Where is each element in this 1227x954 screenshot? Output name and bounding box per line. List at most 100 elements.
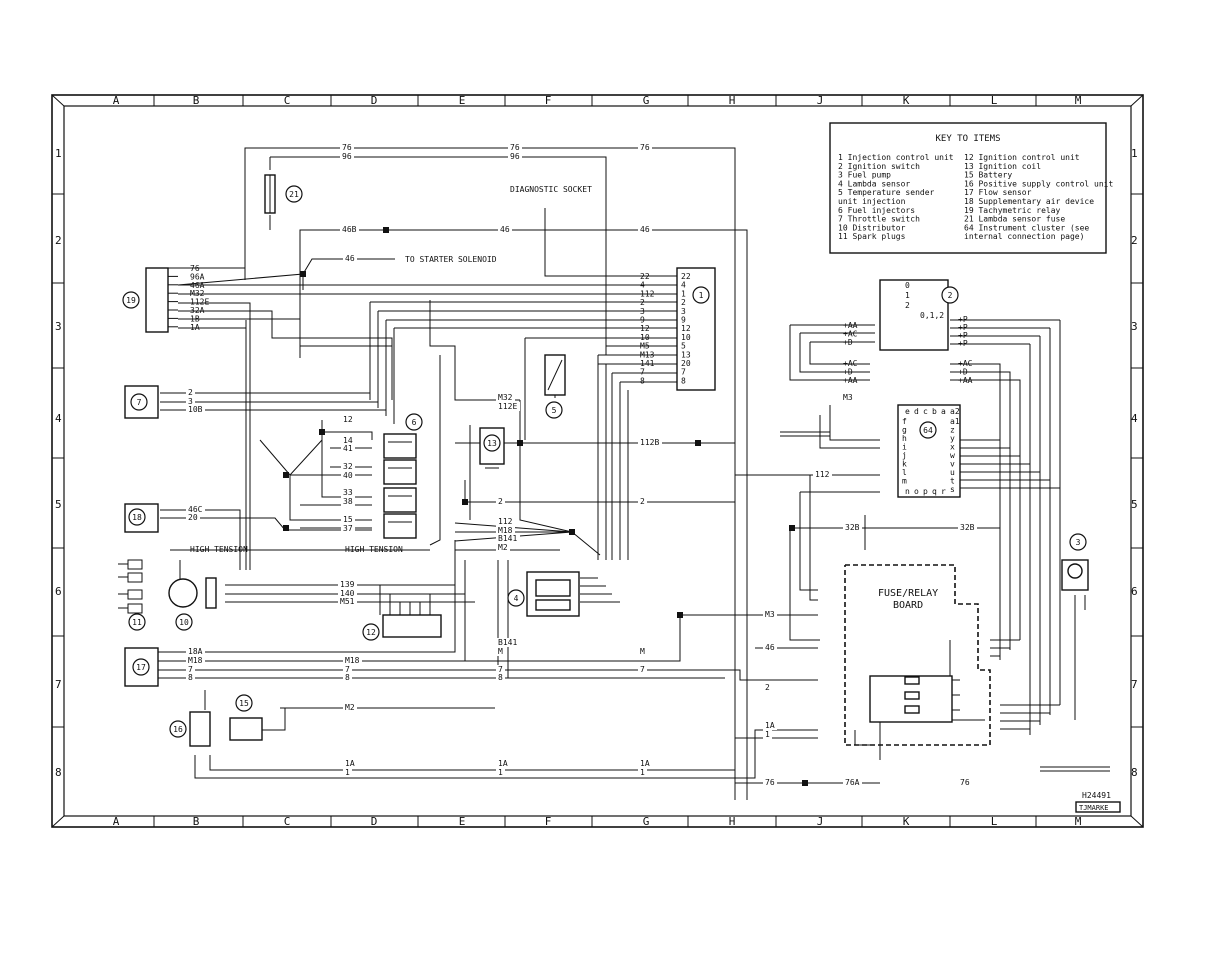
ecu-wire-label: 12 (640, 324, 650, 333)
grid-col-B-bottom: B (193, 815, 200, 828)
grid-col-J-top: J (817, 94, 824, 107)
ecu-wire-label: 4 (640, 281, 645, 290)
switch-pin: +AC (958, 359, 973, 368)
item-number-21: 21 (289, 190, 299, 199)
item-number-7: 7 (137, 398, 142, 407)
relay-pin-label: 1A (190, 323, 200, 332)
ecu-pin: 3 (681, 307, 686, 316)
wire-label: M32 (498, 393, 513, 402)
key-item: 2 Ignition switch (838, 162, 920, 171)
wire-label: 46B (342, 225, 357, 234)
wire-label: 139 (340, 580, 355, 589)
fuel-pump (1061, 559, 1089, 591)
inner-frame (63, 105, 1132, 817)
wire-label: M3 (765, 610, 775, 619)
grid-col-M-top: M (1075, 94, 1082, 107)
wire-label: 1 (498, 768, 503, 777)
wire-label: M18 (345, 656, 360, 665)
grid-col-H-top: H (729, 94, 736, 107)
temperature-sender (544, 354, 566, 396)
key-item: 12 Ignition control unit (964, 153, 1080, 162)
grid-col-L-bottom: L (991, 815, 998, 828)
wire-label: 2 (765, 683, 770, 692)
relay-pin-label: 1B (190, 314, 200, 323)
wire-label: 96 (510, 152, 520, 161)
item-circle-6 (405, 413, 423, 431)
ecu-pin: 8 (681, 376, 686, 385)
item-circle-10 (175, 613, 193, 631)
wire-label: 1 (345, 768, 350, 777)
ecu-pin: 20 (681, 359, 691, 368)
ecu-wire-label: 10 (640, 333, 650, 342)
key-item: 11 Spark plugs (838, 232, 906, 241)
grid-col-M-bottom: M (1075, 815, 1082, 828)
cluster-pin: m (902, 477, 907, 486)
grid-row-5-right: 5 (1131, 498, 1138, 511)
cluster-pin: x (950, 443, 955, 452)
cluster-pin: h (902, 434, 907, 443)
grid-col-D-top: D (371, 94, 378, 107)
ecu-pin: 9 (681, 316, 686, 325)
ground-symbols (280, 431, 1110, 772)
wire-label: 112 (815, 470, 830, 479)
key-item: 18 Supplementary air device (964, 197, 1094, 206)
grid-row-1-right: 1 (1131, 147, 1138, 160)
relay-pin-label: 96A (190, 272, 205, 281)
ecu-pin: 7 (681, 368, 686, 377)
cluster-pin: q (932, 487, 937, 496)
grid-row-6-right: 6 (1131, 585, 1138, 598)
cluster-pin: n (905, 487, 910, 496)
wire-label: 8 (498, 673, 503, 682)
fuse-relay-board (844, 564, 991, 746)
cluster-pin: d (914, 407, 919, 416)
grid-row-3-left: 3 (55, 320, 62, 333)
wire-label: 18A (188, 647, 203, 656)
switch-position: 1 (905, 291, 910, 300)
wire-label: 140 (340, 589, 355, 598)
item-number-6: 6 (412, 418, 417, 427)
wire-label: 1 (765, 730, 770, 739)
grid-col-K-top: K (903, 94, 910, 107)
high-tension-label-2: HIGH TENSION (345, 545, 403, 554)
grid-row-7-left: 7 (55, 678, 62, 691)
wire-label: M (640, 647, 645, 656)
grid-row-8-right: 8 (1131, 766, 1138, 779)
injection-control-unit: 2241239121051320782241122391210M5M131417… (640, 267, 716, 391)
key-title: KEY TO ITEMS (935, 134, 1000, 144)
item-circle-64 (919, 421, 937, 439)
switch-pin: +P (958, 339, 968, 348)
grid-col-D-bottom: D (371, 815, 378, 828)
grid-row-3-right: 3 (1131, 320, 1138, 333)
cluster-pin: o (914, 487, 919, 496)
grid-col-E-bottom: E (459, 815, 466, 828)
relay-pin-label: 112E (190, 298, 209, 307)
wire-label: 2 (498, 497, 503, 506)
item-circle-11 (128, 613, 146, 631)
wire-label: M18 (188, 656, 203, 665)
item-number-64: 64 (923, 426, 933, 435)
item-number-11: 11 (132, 618, 142, 627)
ecu-pin: 4 (681, 281, 686, 290)
wire-label: 96 (342, 152, 352, 161)
switch-position: 2 (905, 301, 910, 310)
wire-label: 33 (343, 488, 353, 497)
wire-label: 8 (345, 673, 350, 682)
cluster-pin: i (902, 443, 907, 452)
lambda-sensor (526, 571, 580, 617)
ecu-pin: 13 (681, 350, 691, 359)
key-item: 16 Positive supply control unit (964, 179, 1113, 188)
grid-row-6-left: 6 (55, 585, 62, 598)
grid-row-5-left: 5 (55, 498, 62, 511)
switch-pin: +P (958, 315, 968, 324)
ecu-wire-label: 8 (640, 376, 645, 385)
grid-row-7-right: 7 (1131, 678, 1138, 691)
wire-label: 2 (640, 497, 645, 506)
grid-row-4-left: 4 (55, 412, 62, 425)
item-circle-5 (545, 401, 563, 419)
switch-position: 0,1,2 (920, 311, 944, 320)
